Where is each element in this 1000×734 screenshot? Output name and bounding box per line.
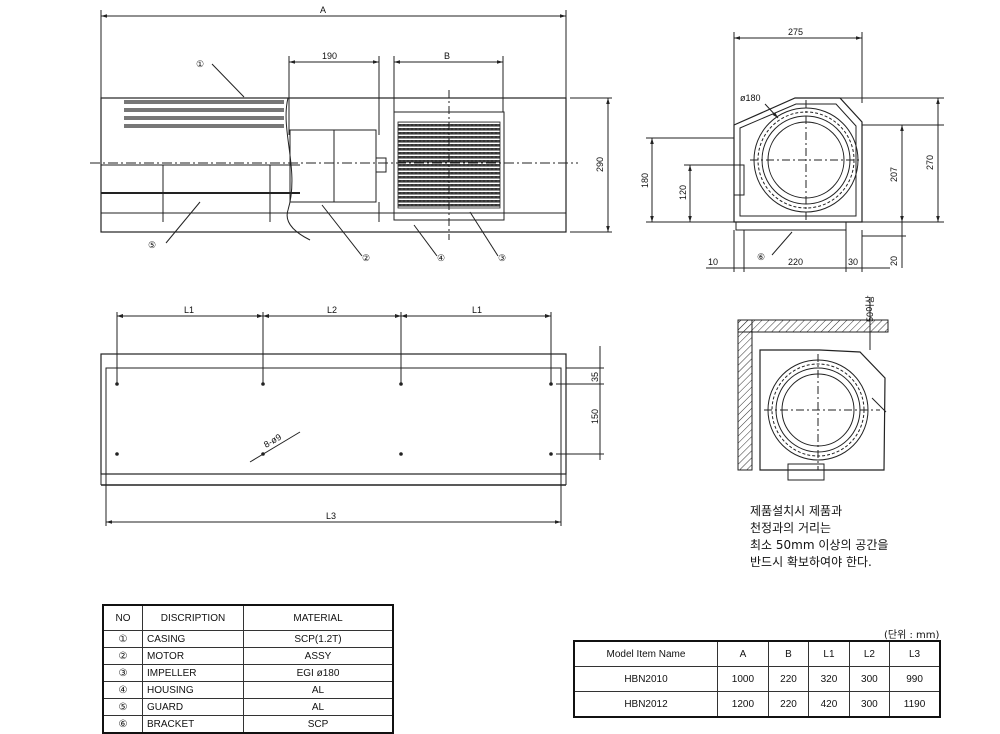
parts-cell: SCP	[243, 715, 394, 734]
model-cell: 300	[848, 691, 891, 718]
model-cell: 220	[767, 666, 810, 692]
parts-cell: ⑥	[102, 715, 143, 734]
parts-cell: SCP(1.2T)	[243, 630, 394, 648]
model-header-B: B	[767, 640, 810, 667]
model-cell: 1190	[889, 691, 941, 718]
dim-30: 30	[848, 257, 858, 267]
table-row: HBN2012 1200 220 420 300 1190	[573, 691, 941, 718]
parts-cell: ⑤	[102, 698, 143, 716]
note-line-1: 제품설치시 제품과	[750, 504, 843, 518]
parts-cell: AL	[243, 698, 394, 716]
parts-cell: ①	[102, 630, 143, 648]
parts-cell: ④	[102, 681, 143, 699]
side-view: 275 ø180 180 120 207 270 20	[640, 27, 944, 272]
bottom-view: L1 L2 L1 8-ø9 35 150 L3	[100, 305, 604, 526]
parts-header-material: MATERIAL	[243, 604, 394, 631]
model-header-name: Model Item Name	[573, 640, 718, 667]
dim-L1a: L1	[184, 305, 194, 315]
dim-L1b: L1	[472, 305, 482, 315]
parts-cell: ASSY	[243, 647, 394, 665]
dim-A: A	[320, 5, 326, 15]
parts-cell: ③	[102, 664, 143, 682]
callout-4: ④	[437, 253, 445, 263]
dim-120: 120	[678, 185, 688, 200]
parts-cell: CASING	[142, 630, 244, 648]
model-table: Model Item Name A B L1 L2 L3 HBN2010 100…	[573, 640, 941, 718]
note-line-4: 반드시 확보하여야 한다.	[750, 555, 872, 569]
model-cell: 1000	[717, 666, 769, 692]
unit-label: (단위 : mm)	[884, 630, 940, 641]
dim-180: 180	[640, 173, 650, 188]
model-cell: 420	[808, 691, 850, 718]
model-cell: 220	[767, 691, 810, 718]
callouts: ① ② ④ ③ ⑤ ⑥	[148, 59, 765, 263]
parts-cell: IMPELLER	[142, 664, 244, 682]
parts-cell: AL	[243, 681, 394, 699]
parts-cell: GUARD	[142, 698, 244, 716]
parts-cell: MOTOR	[142, 647, 244, 665]
model-cell: 320	[808, 666, 850, 692]
dim-150: 150	[590, 409, 600, 424]
dim-290: 290	[595, 157, 605, 172]
model-cell: 300	[848, 666, 891, 692]
dim-B: B	[444, 51, 450, 61]
dim-270: 270	[925, 155, 935, 170]
dim-phi180: ø180	[740, 93, 761, 103]
callout-5: ⑤	[148, 240, 156, 250]
callout-2: ②	[362, 253, 370, 263]
install-view: 50이상	[737, 295, 889, 481]
dim-holes: 8-ø9	[262, 432, 283, 450]
dim-275: 275	[788, 27, 803, 37]
parts-cell: ②	[102, 647, 143, 665]
model-header-L1: L1	[808, 640, 850, 667]
model-header-L3: L3	[889, 640, 941, 667]
front-view: A 190 B	[90, 5, 612, 257]
callout-1: ①	[196, 59, 204, 69]
note-line-3: 최소 50mm 이상의 공간을	[750, 538, 889, 552]
dim-L3: L3	[326, 511, 336, 521]
parts-cell: HOUSING	[142, 681, 244, 699]
callout-6: ⑥	[757, 252, 765, 262]
dim-10: 10	[708, 257, 718, 267]
dim-20: 20	[889, 256, 899, 266]
callout-3: ③	[498, 253, 506, 263]
parts-cell: BRACKET	[142, 715, 244, 734]
model-cell: HBN2010	[573, 666, 718, 692]
table-row: HBN2010 1000 220 320 300 990	[573, 666, 941, 692]
dim-35: 35	[590, 372, 600, 382]
dim-50: 50이상	[865, 295, 875, 322]
note-line-2: 천정과의 거리는	[750, 521, 832, 535]
parts-header-description: DISCRIPTION	[142, 604, 244, 631]
model-cell: HBN2012	[573, 691, 718, 718]
dim-207: 207	[889, 167, 899, 182]
model-header-L2: L2	[848, 640, 891, 667]
parts-cell: EGI ø180	[243, 664, 394, 682]
dim-L2: L2	[327, 305, 337, 315]
parts-header-no: NO	[102, 604, 143, 631]
model-header-A: A	[717, 640, 769, 667]
model-cell: 1200	[717, 691, 769, 718]
install-note: 제품설치시 제품과 천정과의 거리는 최소 50mm 이상의 공간을 반드시 확…	[750, 503, 888, 571]
dim-220: 220	[788, 257, 803, 267]
model-cell: 990	[889, 666, 941, 692]
dim-190: 190	[322, 51, 337, 61]
